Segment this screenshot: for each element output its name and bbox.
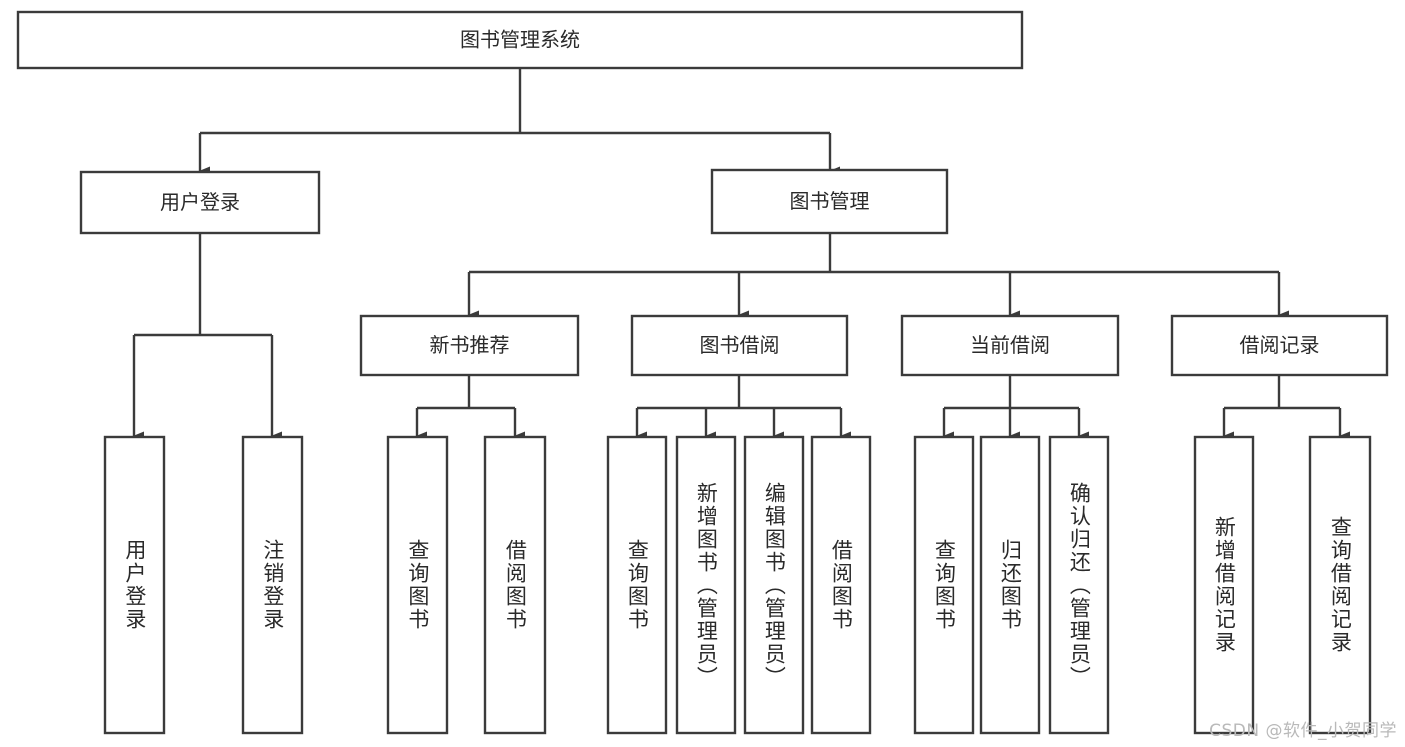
node-leaf-3[interactable] (483, 435, 547, 735)
node-leaf-3-rect[interactable] (483, 435, 547, 735)
node-leaf-10-rect[interactable] (1048, 435, 1110, 735)
connector-layer (132, 68, 1350, 441)
node-leaf-12[interactable] (1308, 435, 1372, 735)
node-leaf-4[interactable] (606, 435, 668, 735)
node-leaf-9[interactable] (979, 435, 1041, 735)
node-level2-0-rect[interactable] (79, 170, 321, 235)
node-level3-3-rect[interactable] (1170, 314, 1389, 377)
node-level3-3[interactable]: 借阅记录 (1170, 314, 1389, 377)
node-leaf-12-rect[interactable] (1308, 435, 1372, 735)
node-leaf-1-rect[interactable] (241, 435, 304, 735)
node-level3-1[interactable]: 图书借阅 (630, 314, 849, 377)
node-leaf-9-rect[interactable] (979, 435, 1041, 735)
node-root-system[interactable]: 图书管理系统 (16, 10, 1024, 70)
node-leaf-10[interactable] (1048, 435, 1110, 735)
node-level2-1-rect[interactable] (710, 168, 949, 235)
node-leaf-5[interactable] (675, 435, 737, 735)
node-level3-0-rect[interactable] (359, 314, 580, 377)
node-leaf-2[interactable] (386, 435, 449, 735)
node-leaf-6-rect[interactable] (743, 435, 805, 735)
node-leaf-6[interactable] (743, 435, 805, 735)
node-leaf-7[interactable] (810, 435, 872, 735)
node-leaf-7-rect[interactable] (810, 435, 872, 735)
node-leaf-1[interactable] (241, 435, 304, 735)
node-root-system-label: 图书管理系统 (460, 28, 580, 52)
node-leaf-8[interactable] (913, 435, 975, 735)
node-level3-1-rect[interactable] (630, 314, 849, 377)
node-level3-2-rect[interactable] (900, 314, 1120, 377)
node-level2-1-label: 图书管理 (790, 189, 870, 213)
node-leaf-5-rect[interactable] (675, 435, 737, 735)
node-level3-1-label: 图书借阅 (700, 333, 780, 357)
node-level2-1[interactable]: 图书管理 (710, 168, 949, 235)
node-leaf-8-rect[interactable] (913, 435, 975, 735)
node-leaf-0[interactable] (103, 435, 166, 735)
node-level2-0[interactable]: 用户登录 (79, 170, 321, 235)
node-level3-2[interactable]: 当前借阅 (900, 314, 1120, 377)
node-root-system-rect[interactable] (16, 10, 1024, 70)
node-leaf-2-rect[interactable] (386, 435, 449, 735)
node-level3-2-label: 当前借阅 (970, 333, 1050, 357)
node-level3-0[interactable]: 新书推荐 (359, 314, 580, 377)
node-leaf-11[interactable] (1193, 435, 1255, 735)
csdn-watermark: CSDN @软件_小贺同学 (1209, 721, 1397, 741)
node-leaf-0-rect[interactable] (103, 435, 166, 735)
node-level2-0-label: 用户登录 (160, 190, 240, 214)
node-leaf-11-rect[interactable] (1193, 435, 1255, 735)
node-leaf-4-rect[interactable] (606, 435, 668, 735)
node-level3-3-label: 借阅记录 (1240, 333, 1320, 357)
node-level3-0-label: 新书推荐 (430, 333, 510, 357)
